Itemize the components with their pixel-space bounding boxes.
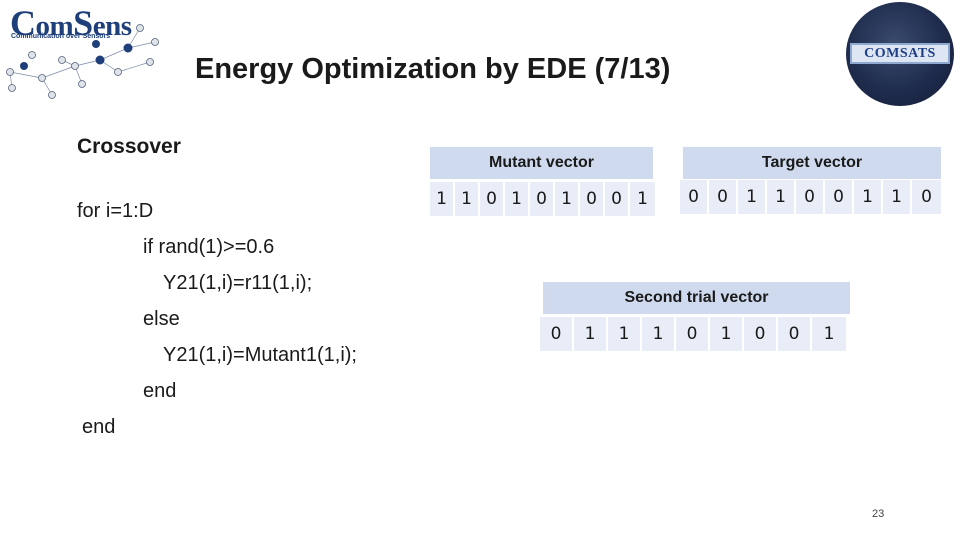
- code-line-end-outer: end: [82, 416, 116, 438]
- trial-cell: 0: [744, 317, 778, 351]
- mutant-cell: 1: [430, 182, 455, 216]
- mutant-cell: 1: [505, 182, 530, 216]
- trial-cell: 1: [710, 317, 744, 351]
- sensor-network-graphic: [6, 24, 159, 99]
- slide-title: Energy Optimization by EDE (7/13): [195, 53, 671, 85]
- target-cell: 1: [738, 180, 767, 214]
- comsens-logo: ComSens Communication over Sensors: [0, 0, 175, 105]
- trial-cell: 1: [812, 317, 846, 351]
- mutant-vector-header: Mutant vector: [430, 147, 653, 179]
- target-cell: 0: [709, 180, 738, 214]
- comsats-logo-band: COMSATS: [850, 43, 950, 64]
- mutant-vector-row: 1 1 0 1 0 1 0 0 1: [430, 182, 655, 216]
- trial-cell: 0: [676, 317, 710, 351]
- target-cell: 1: [883, 180, 912, 214]
- trial-cell: 1: [574, 317, 608, 351]
- mutant-cell: 1: [455, 182, 480, 216]
- mutant-cell: 1: [555, 182, 580, 216]
- target-cell: 0: [680, 180, 709, 214]
- mutant-cell: 0: [530, 182, 555, 216]
- mutant-cell: 0: [580, 182, 605, 216]
- mutant-cell: 0: [605, 182, 630, 216]
- code-line-else: else: [143, 308, 180, 330]
- target-vector-header: Target vector: [683, 147, 941, 179]
- code-line-assign-mutant: Y21(1,i)=Mutant1(1,i);: [163, 344, 357, 366]
- page-number: 23: [872, 508, 885, 520]
- trial-vector-header: Second trial vector: [543, 282, 850, 314]
- comsats-logo: COMSATS: [846, 2, 958, 108]
- trial-cell: 1: [608, 317, 642, 351]
- trial-cell: 1: [642, 317, 676, 351]
- target-cell: 0: [912, 180, 941, 214]
- code-line-end-inner: end: [143, 380, 177, 402]
- comsats-logo-text: COMSATS: [864, 45, 936, 61]
- comsens-wordmark: ComSens: [10, 3, 132, 43]
- target-cell: 0: [796, 180, 825, 214]
- comsens-tagline: Communication over Sensors: [11, 33, 111, 40]
- mutant-cell: 0: [480, 182, 505, 216]
- section-heading: Crossover: [77, 135, 181, 158]
- code-line-for: for i=1:D: [77, 200, 154, 222]
- target-cell: 1: [767, 180, 796, 214]
- code-line-if: if rand(1)>=0.6: [143, 236, 275, 258]
- code-line-assign-r11: Y21(1,i)=r11(1,i);: [163, 272, 313, 294]
- target-vector-row: 0 0 1 1 0 0 1 1 0: [680, 180, 941, 214]
- trial-cell: 0: [778, 317, 812, 351]
- trial-vector-row: 0 1 1 1 0 1 0 0 1: [540, 317, 846, 351]
- target-cell: 0: [825, 180, 854, 214]
- target-cell: 1: [854, 180, 883, 214]
- mutant-cell: 1: [630, 182, 655, 216]
- trial-cell: 0: [540, 317, 574, 351]
